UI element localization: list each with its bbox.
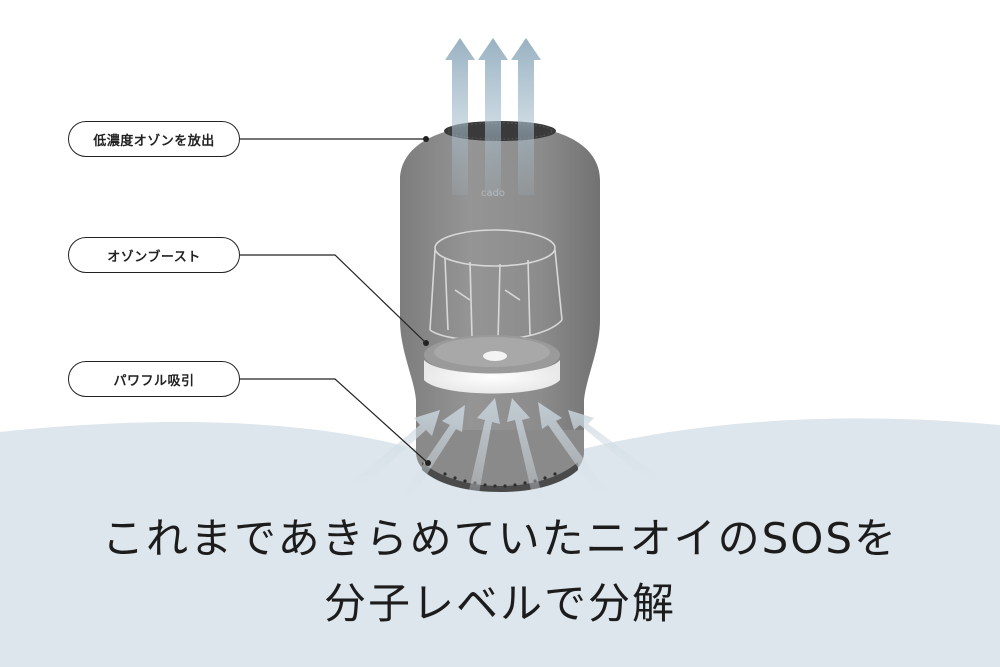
background-wave: [0, 418, 1000, 667]
headline-line-2: 分子レベルで分解: [323, 579, 676, 628]
callout-ozone-boost: オゾンブースト: [68, 237, 240, 273]
leader-lines: [240, 138, 429, 464]
leader-dot-bottom: [425, 460, 431, 466]
filter-disc: [424, 335, 560, 394]
callout-ozone-release: 低濃度オゾンを放出: [68, 121, 240, 157]
exhaust-arrows: [445, 38, 541, 195]
intake-arrows: [330, 398, 680, 532]
leader-dot-middle: [423, 340, 429, 346]
headline-line-1: これまであきらめていたニオイのSOSを: [102, 514, 898, 563]
leader-dot-top: [423, 136, 429, 142]
callout-powerful-suction: パワフル吸引: [68, 361, 240, 397]
